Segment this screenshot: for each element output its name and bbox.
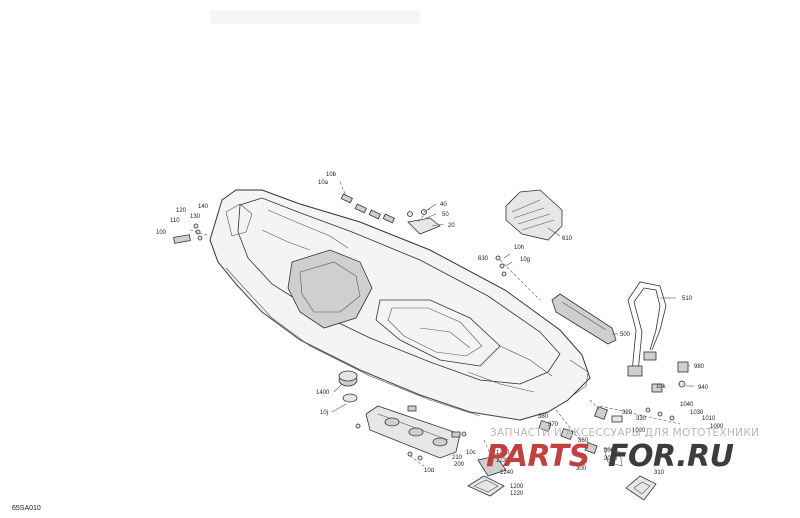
part-500-grip <box>551 293 617 345</box>
part-100-140-hardware <box>173 223 211 244</box>
callout-1040: 1040 <box>680 402 694 408</box>
part-610-box <box>505 189 563 241</box>
part-1240-plate <box>477 439 507 477</box>
leader-lines <box>331 203 694 413</box>
callout-300: 300 <box>576 466 587 472</box>
part-20-bracket <box>407 207 441 235</box>
watermark-tagline: ЗАПЧАСТИ И АКСЕССУАРЫ ДЛЯ МОТОТЕХНИКИ <box>490 427 759 439</box>
callout-1230: 1230 <box>496 458 510 464</box>
callout-610: 610 <box>562 236 573 242</box>
callout-380: 380 <box>538 414 549 420</box>
callout-10d: 10d <box>424 468 434 474</box>
callout-300a: 300a <box>604 448 618 454</box>
callout-100: 100 <box>156 230 167 236</box>
callout-980: 980 <box>694 364 705 370</box>
callout-10g: 10g <box>520 257 530 263</box>
callout-370: 370 <box>548 422 559 428</box>
callout-320: 320 <box>622 410 633 416</box>
callout-20: 20 <box>448 223 455 229</box>
callout-3000: 3000 <box>604 456 618 462</box>
callout-1010: 1010 <box>702 416 716 422</box>
callout-1030: 1030 <box>690 410 704 416</box>
part-10b-clips <box>339 181 395 224</box>
callout-200: 200 <box>454 462 465 468</box>
watermark-brand-dark: FOR.RU <box>608 439 734 474</box>
part-1000-1040-fittings <box>599 405 681 425</box>
callout-1210: 1210 <box>496 450 510 456</box>
part-980-940 <box>651 361 689 393</box>
callout-500: 500 <box>620 332 631 338</box>
callout-140: 140 <box>198 204 209 210</box>
callout-10a: 10a <box>318 180 329 186</box>
part-10c-10d-screws <box>355 423 467 467</box>
callout-1240: 1240 <box>500 470 514 476</box>
callout-10c: 10c <box>466 450 476 456</box>
callout-310: 310 <box>654 470 665 476</box>
callout-10j: 10j <box>320 410 328 416</box>
hull-body <box>209 189 591 421</box>
callout-110: 110 <box>170 218 180 224</box>
watermark: ЗАПЧАСТИ И АКСЕССУАРЫ ДЛЯ МОТОТЕХНИКИ PA… <box>486 427 759 474</box>
callout-labels: 10b 10a 40 50 20 120 140 110 130 100 610… <box>156 172 724 497</box>
callout-330: 330 <box>636 416 647 422</box>
callout-1400: 1400 <box>316 390 330 396</box>
callout-1220: 1220 <box>510 491 524 497</box>
diagram-code: 65SA010 <box>12 505 41 512</box>
part-200-210-pad <box>365 405 461 459</box>
callout-50: 50 <box>442 212 449 218</box>
part-1400-cap <box>338 370 358 403</box>
callout-130: 130 <box>190 214 201 220</box>
ghost-header <box>210 10 420 24</box>
callout-940: 940 <box>698 385 709 391</box>
callout-10h: 10h <box>514 245 524 251</box>
callout-1200: 1200 <box>510 484 524 490</box>
callout-630: 630 <box>478 256 489 262</box>
part-1200-1220-drain <box>467 475 505 497</box>
callout-120: 120 <box>176 208 187 214</box>
part-310-block <box>625 475 657 501</box>
callout-1000: 1000 <box>710 424 724 430</box>
part-510-rail <box>627 281 667 377</box>
part-630-fasteners <box>495 255 541 301</box>
callout-360: 360 <box>578 438 589 444</box>
callout-40: 40 <box>440 202 447 208</box>
part-300-370-latches <box>538 399 623 467</box>
callout-10k: 10k <box>656 384 667 390</box>
callout-1020: 1020 <box>632 428 646 434</box>
watermark-brand-red: PARTS <box>486 439 590 474</box>
callout-10b: 10b <box>326 172 337 178</box>
callout-510: 510 <box>682 296 693 302</box>
callout-210: 210 <box>452 455 463 461</box>
